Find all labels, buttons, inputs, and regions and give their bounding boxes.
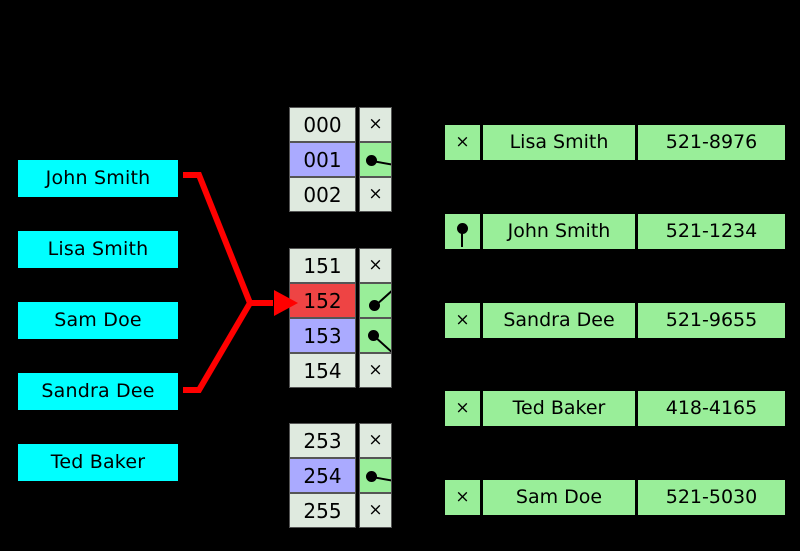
record-link-pointer-icon[interactable] [445,214,480,249]
bucket-index[interactable]: 153 [289,318,356,353]
bucket-row[interactable]: 253 × [289,423,392,458]
bucket-index[interactable]: 254 [289,458,356,493]
key-label: Lisa Smith [47,238,149,260]
key-label: Sandra Dee [41,380,155,402]
record-null-pointer-icon[interactable]: × [445,480,480,515]
record-null-pointer-icon[interactable]: × [445,125,480,160]
record-name: Sandra Dee [483,303,635,338]
pointer-dot-icon [457,223,468,234]
bucket-index[interactable]: 000 [289,107,356,142]
key-label: John Smith [45,167,151,189]
bucket-index[interactable]: 253 [289,423,356,458]
pointer-line-icon [461,229,463,247]
record-null-pointer-icon[interactable]: × [445,391,480,426]
record-name: Sam Doe [483,480,635,515]
key-label: Ted Baker [50,451,146,473]
bucket-index[interactable]: 152 [289,283,356,318]
key-label: Sam Doe [54,309,142,331]
bucket-row[interactable]: 255 × [289,493,392,528]
pointer-dot-icon [366,471,377,482]
null-x-glyph: × [368,360,383,380]
record-null-pointer-icon[interactable]: × [445,303,480,338]
arrow-path [183,172,253,305]
record-phone: 521-1234 [638,214,785,249]
null-x-glyph: × [455,310,470,330]
null-pointer-icon[interactable]: × [359,177,392,212]
null-x-glyph: × [455,132,470,152]
key-box[interactable]: Lisa Smith [18,231,178,268]
record-name: John Smith [483,214,635,249]
pointer-dot-icon [366,155,377,166]
bucket-index[interactable]: 255 [289,493,356,528]
null-x-glyph: × [368,114,383,134]
bucket-row[interactable]: 154 × [289,353,392,388]
bucket-index[interactable]: 002 [289,177,356,212]
key-box[interactable]: Sam Doe [18,302,178,339]
pointer-line-icon [373,335,391,352]
record-phone: 521-9655 [638,303,785,338]
null-x-glyph: × [455,487,470,507]
null-pointer-icon[interactable]: × [359,107,392,142]
bucket-row[interactable]: 153 [289,318,392,353]
bucket-row[interactable]: 152 [289,283,392,318]
record-phone: 521-5030 [638,480,785,515]
null-x-glyph: × [368,430,383,450]
bucket-row[interactable]: 254 [289,458,392,493]
null-pointer-icon[interactable]: × [359,423,392,458]
bucket-index[interactable]: 151 [289,248,356,283]
record-phone: 418-4165 [638,391,785,426]
bucket-row[interactable]: 002 × [289,177,392,212]
key-box[interactable]: John Smith [18,160,178,197]
bucket-row[interactable]: 000 × [289,107,392,142]
record-phone: 521-8976 [638,125,785,160]
null-pointer-icon[interactable]: × [359,493,392,528]
arrow-path [183,301,253,393]
null-x-glyph: × [368,184,383,204]
link-pointer-icon[interactable] [359,318,392,353]
pointer-line-icon [374,287,391,307]
record-name: Lisa Smith [483,125,635,160]
null-x-glyph: × [368,500,383,520]
link-pointer-icon[interactable] [359,283,392,318]
link-pointer-icon[interactable] [359,458,392,493]
record-name: Ted Baker [483,391,635,426]
bucket-index[interactable]: 154 [289,353,356,388]
key-box[interactable]: Ted Baker [18,444,178,481]
link-pointer-icon[interactable] [359,142,392,177]
null-pointer-icon[interactable]: × [359,353,392,388]
bucket-row[interactable]: 001 [289,142,392,177]
bucket-index[interactable]: 001 [289,142,356,177]
null-pointer-icon[interactable]: × [359,248,392,283]
null-x-glyph: × [455,398,470,418]
bucket-row[interactable]: 151 × [289,248,392,283]
key-box[interactable]: Sandra Dee [18,373,178,410]
null-x-glyph: × [368,255,383,275]
